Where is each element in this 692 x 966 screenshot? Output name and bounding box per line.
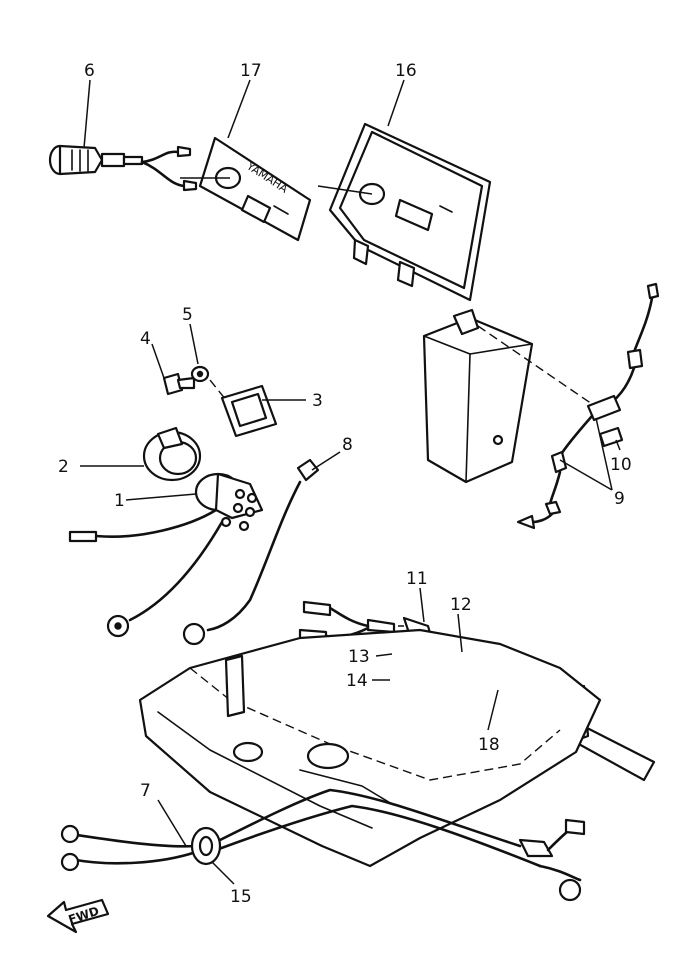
fwd-arrow: FWD (46, 898, 110, 934)
callout-2: 2 (58, 457, 69, 477)
part-3-bracket (209, 379, 278, 438)
callout-6: 6 (84, 61, 95, 81)
callouts: 6 17 16 5 4 3 2 1 8 10 9 11 12 13 14 18 … (58, 61, 632, 907)
part-17-plate: YAMAHA (180, 136, 312, 242)
part-5-washer (190, 365, 210, 383)
callout-3: 3 (312, 391, 323, 411)
callout-8: 8 (342, 435, 353, 455)
callout-13: 13 (348, 647, 370, 667)
callout-5: 5 (182, 305, 193, 325)
part-1-unit (68, 472, 264, 638)
callout-9: 9 (614, 489, 625, 509)
callout-14: 14 (346, 671, 368, 691)
part-10-connector (598, 426, 624, 448)
part-6-switch (48, 144, 198, 192)
part-7-harness (60, 788, 586, 902)
bottom-cowling (138, 628, 602, 868)
callout-15: 15 (230, 887, 252, 907)
part-16-panel (317, 122, 492, 302)
callout-16: 16 (395, 61, 417, 81)
part-8-lead (182, 458, 320, 646)
part-15-grommet (190, 826, 222, 866)
part-4-bolt (162, 372, 196, 396)
callout-1: 1 (114, 491, 125, 511)
callout-17: 17 (240, 61, 262, 81)
callout-12: 12 (450, 595, 472, 615)
callout-10: 10 (610, 455, 632, 475)
leader-lines (80, 79, 621, 885)
callout-18: 18 (478, 735, 500, 755)
callout-7: 7 (140, 781, 151, 801)
part-2-clamp (142, 426, 202, 482)
callout-11: 11 (406, 569, 428, 589)
cover-box (422, 308, 593, 484)
callout-4: 4 (140, 329, 151, 349)
part-9-harness (516, 282, 660, 530)
